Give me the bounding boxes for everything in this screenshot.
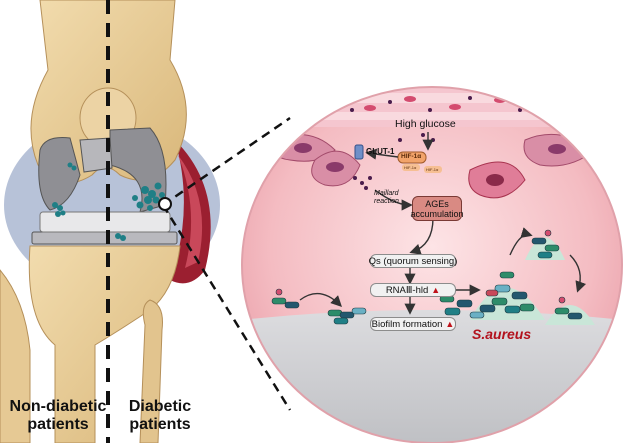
dispersed-bacteria [525, 229, 595, 325]
hif-small-b-label: HIF-1α [426, 167, 439, 172]
biofilm-label: Biofilm formation [371, 318, 443, 330]
rna-box: RNAⅢ-hld▲ [370, 283, 456, 297]
zoom-line-top [162, 116, 291, 207]
up-arrow-icon-2: ▲ [445, 319, 455, 329]
rna-label: RNAⅢ-hld [385, 284, 429, 296]
ages-box: AGEs accumulation [410, 196, 464, 221]
bacteria-cluster-right [132, 182, 165, 211]
non-diabetic-label: Non-diabetic patients [9, 398, 107, 433]
zoom-line-bottom [161, 204, 292, 411]
tissue-cells [269, 133, 596, 199]
hif-small-a-label: HIF-1α [404, 165, 417, 170]
tibia [28, 245, 181, 444]
up-arrow-icon: ▲ [431, 285, 441, 295]
biofilm-box: Biofilm formation▲ [370, 317, 456, 331]
high-glucose-label: High glucose [395, 118, 456, 130]
zoom-origin [158, 197, 172, 211]
glut1-label: GLUT-1 [366, 147, 395, 156]
knee-joint [0, 0, 220, 444]
tibial-plate [31, 231, 178, 245]
femoral-implant-left [38, 137, 81, 211]
tibial-insert [39, 211, 171, 233]
pathway-arrows [299, 132, 587, 331]
bacteria-cluster-left [52, 162, 126, 241]
hif-main-label: HIF-1α [401, 153, 422, 160]
biofilm-mound [439, 271, 545, 320]
hif-pill [397, 151, 427, 164]
maillard-label: Maillard reaction [374, 190, 399, 205]
qs-box: Qs (quorum sensing) [368, 254, 458, 268]
implant-surface [242, 310, 622, 443]
bacteria-left [271, 288, 367, 325]
saureus-label: S.aureus [472, 326, 532, 342]
glut1-icon [354, 144, 364, 160]
diabetic-label: Diabetic patients [128, 398, 192, 433]
